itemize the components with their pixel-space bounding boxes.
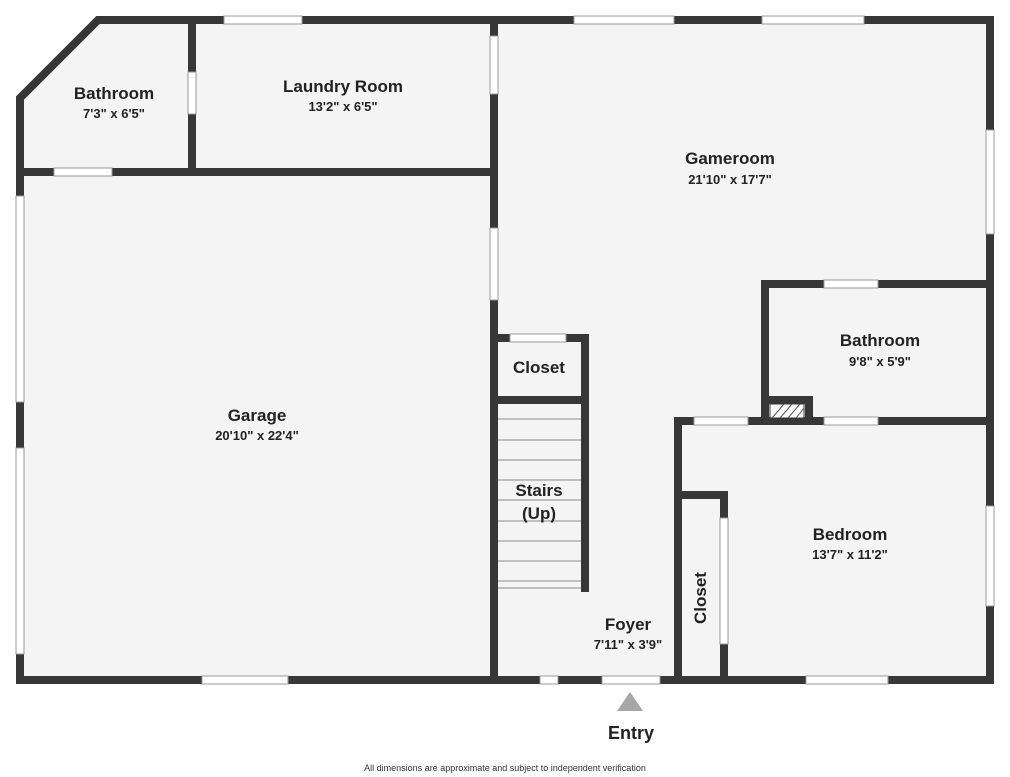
stair-treads <box>498 418 581 589</box>
room-dims-bathroom-nw: 7'3" x 6'5" <box>83 106 145 121</box>
room-dims-bedroom: 13'7" x 11'2" <box>812 547 888 562</box>
room-name-closet-bedroom: Closet <box>691 572 710 624</box>
floor-area <box>20 20 990 680</box>
room-name-bathroom-nw: Bathroom <box>74 84 154 103</box>
room-name-bedroom: Bedroom <box>813 525 888 544</box>
room-name-garage: Garage <box>228 406 287 425</box>
room-name-closet-stairs: Closet <box>513 358 565 377</box>
room-dims-garage: 20'10" x 22'4" <box>215 428 299 443</box>
entry-label: Entry <box>608 723 654 743</box>
room-name-stairs-line1: Stairs <box>515 481 562 500</box>
door-openings <box>53 35 879 685</box>
room-dims-gameroom: 21'10" x 17'7" <box>688 172 772 187</box>
hatched-shaft <box>769 403 805 419</box>
disclaimer-text: All dimensions are approximate and subje… <box>364 763 646 773</box>
room-name-laundry: Laundry Room <box>283 77 403 96</box>
room-dims-foyer: 7'11" x 3'9" <box>594 637 662 652</box>
room-name-gameroom: Gameroom <box>685 149 775 168</box>
room-dims-bathroom-e: 9'8" x 5'9" <box>849 354 911 369</box>
room-name-bathroom-e: Bathroom <box>840 331 920 350</box>
entry-arrow-icon <box>617 692 643 711</box>
room-name-stairs-line2: (Up) <box>522 504 556 523</box>
windows <box>15 15 995 685</box>
room-name-foyer: Foyer <box>605 615 652 634</box>
room-dims-laundry: 13'2" x 6'5" <box>308 99 377 114</box>
